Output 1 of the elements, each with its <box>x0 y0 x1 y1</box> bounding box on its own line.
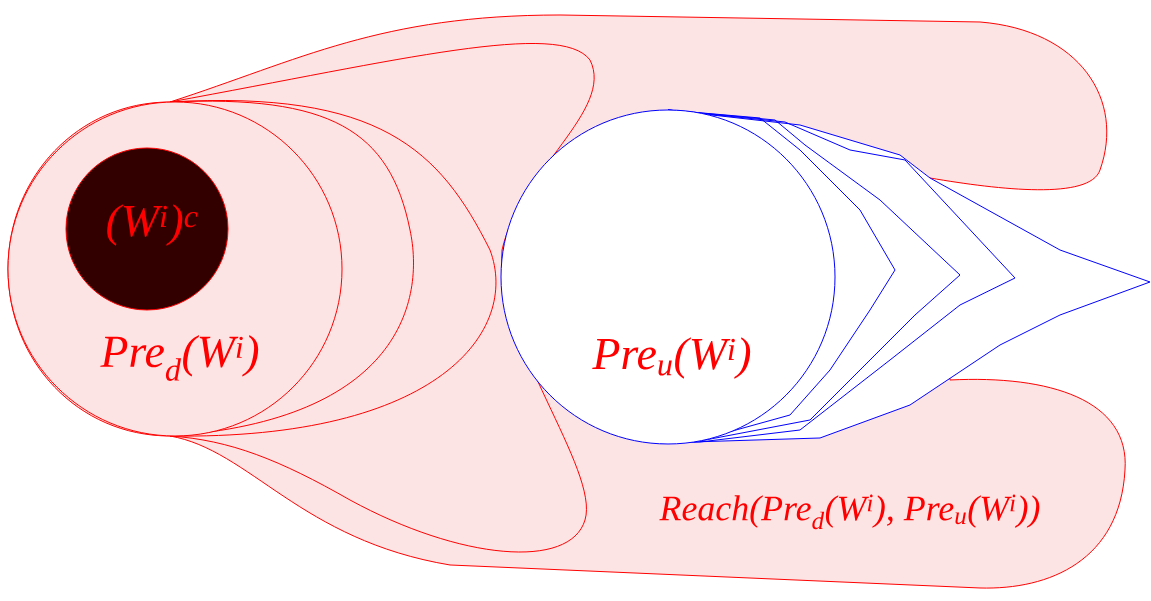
complement-disc: (W$^{i}$)$^{c}$ <box>65 147 229 311</box>
